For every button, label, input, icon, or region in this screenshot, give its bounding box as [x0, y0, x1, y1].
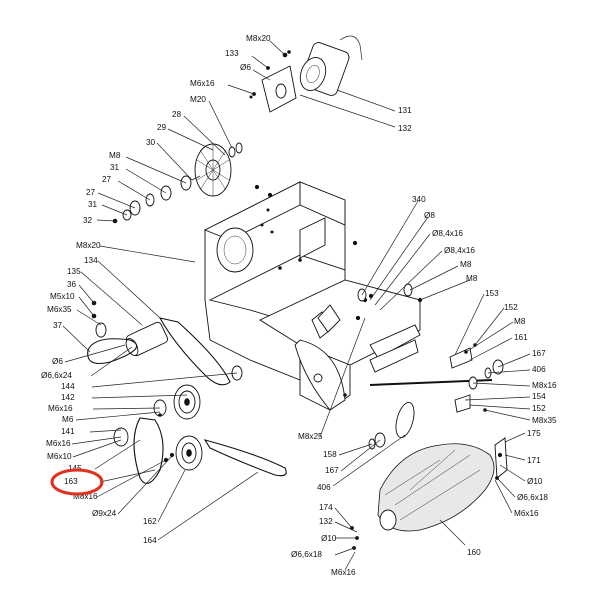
chassis-housing — [203, 181, 421, 411]
label-171: 171 — [527, 456, 541, 465]
label-M5x10: M5x10 — [50, 292, 75, 301]
label-134: 134 — [84, 256, 98, 265]
label-M8x20-top: M8x20 — [246, 34, 271, 43]
label-133: 133 — [225, 49, 239, 58]
label-31a: 31 — [110, 163, 120, 172]
label-M8x20-mid: M8x20 — [76, 241, 101, 250]
label-340: 340 — [412, 195, 426, 204]
label-162: 162 — [143, 517, 157, 526]
label-phi10-r: Ø10 — [527, 477, 543, 486]
label-152a: 152 — [504, 303, 518, 312]
label-132-top: 132 — [398, 124, 412, 133]
label-30: 30 — [146, 138, 156, 147]
label-152b: 152 — [532, 404, 546, 413]
label-phi84x16a: Ø8,4x16 — [432, 229, 463, 238]
label-31b: 31 — [88, 200, 98, 209]
label-phi8: Ø8 — [424, 211, 435, 220]
label-154: 154 — [532, 392, 546, 401]
label-406b: 406 — [317, 483, 331, 492]
label-M20: M20 — [190, 95, 206, 104]
label-M6: M6 — [62, 415, 74, 424]
label-M8-left: M8 — [109, 151, 121, 160]
label-28: 28 — [172, 110, 182, 119]
label-158: 158 — [323, 450, 337, 459]
label-132-bot: 132 — [319, 517, 333, 526]
label-153: 153 — [485, 289, 499, 298]
label-M6x35: M6x35 — [47, 305, 72, 314]
label-164: 164 — [143, 536, 157, 545]
label-M6x10: M6x10 — [47, 452, 72, 461]
label-M6x16-a: M6x16 — [48, 404, 73, 413]
label-M6x16-r: M6x16 — [514, 509, 539, 518]
label-phi6-top: Ø6 — [240, 63, 251, 72]
label-174: 174 — [319, 503, 333, 512]
label-37: 37 — [53, 321, 63, 330]
label-406a: 406 — [532, 365, 546, 374]
highlight-ring-163 — [50, 468, 104, 496]
label-M8-r3: M8 — [514, 317, 526, 326]
label-M8x35: M8x35 — [532, 416, 557, 425]
label-phi66x24: Ø6,6x24 — [41, 371, 72, 380]
label-M8x16-l: M8x16 — [73, 492, 98, 501]
label-phi6-mid: Ø6 — [52, 357, 63, 366]
label-M6x16-b: M6x16 — [46, 439, 71, 448]
label-142: 142 — [61, 393, 75, 402]
label-27b: 27 — [86, 188, 96, 197]
label-145: 145 — [68, 464, 82, 473]
label-167a: 167 — [532, 349, 546, 358]
auger-paddle — [350, 437, 508, 550]
label-phi84x16b: Ø8,4x16 — [444, 246, 475, 255]
label-29: 29 — [157, 123, 167, 132]
label-phi9x24: Ø9x24 — [92, 509, 117, 518]
label-phi66x18-b: Ø6,6x18 — [291, 550, 322, 559]
label-135: 135 — [67, 267, 81, 276]
label-36: 36 — [67, 280, 77, 289]
auger-axle — [355, 283, 504, 450]
label-175: 175 — [527, 429, 541, 438]
label-M8-r2: M8 — [466, 274, 478, 283]
label-161: 161 — [514, 333, 528, 342]
label-phi66x18-r: Ø6,6x18 — [517, 493, 548, 502]
label-phi10-b: Ø10 — [321, 534, 337, 543]
label-M6x16-top: M6x16 — [190, 79, 215, 88]
label-144: 144 — [61, 382, 75, 391]
label-M8-r1: M8 — [460, 260, 472, 269]
label-163: 163 — [64, 477, 78, 486]
motor-assembly — [249, 35, 363, 113]
label-167b: 167 — [325, 466, 339, 475]
label-160: 160 — [467, 548, 481, 557]
label-M8x25: M8x25 — [298, 432, 323, 441]
label-141: 141 — [61, 427, 75, 436]
impeller-fan — [112, 142, 243, 224]
pulleys — [113, 365, 287, 484]
label-M8x16-r: M8x16 — [532, 381, 557, 390]
label-131: 131 — [398, 106, 412, 115]
label-27a: 27 — [102, 175, 112, 184]
callout-labels: M8x20 133 Ø6 M6x16 M20 28 29 30 M8 31 27… — [41, 34, 557, 577]
label-M6x16-bot: M6x16 — [331, 568, 356, 577]
leader-lines — [62, 40, 531, 571]
label-32: 32 — [83, 216, 93, 225]
